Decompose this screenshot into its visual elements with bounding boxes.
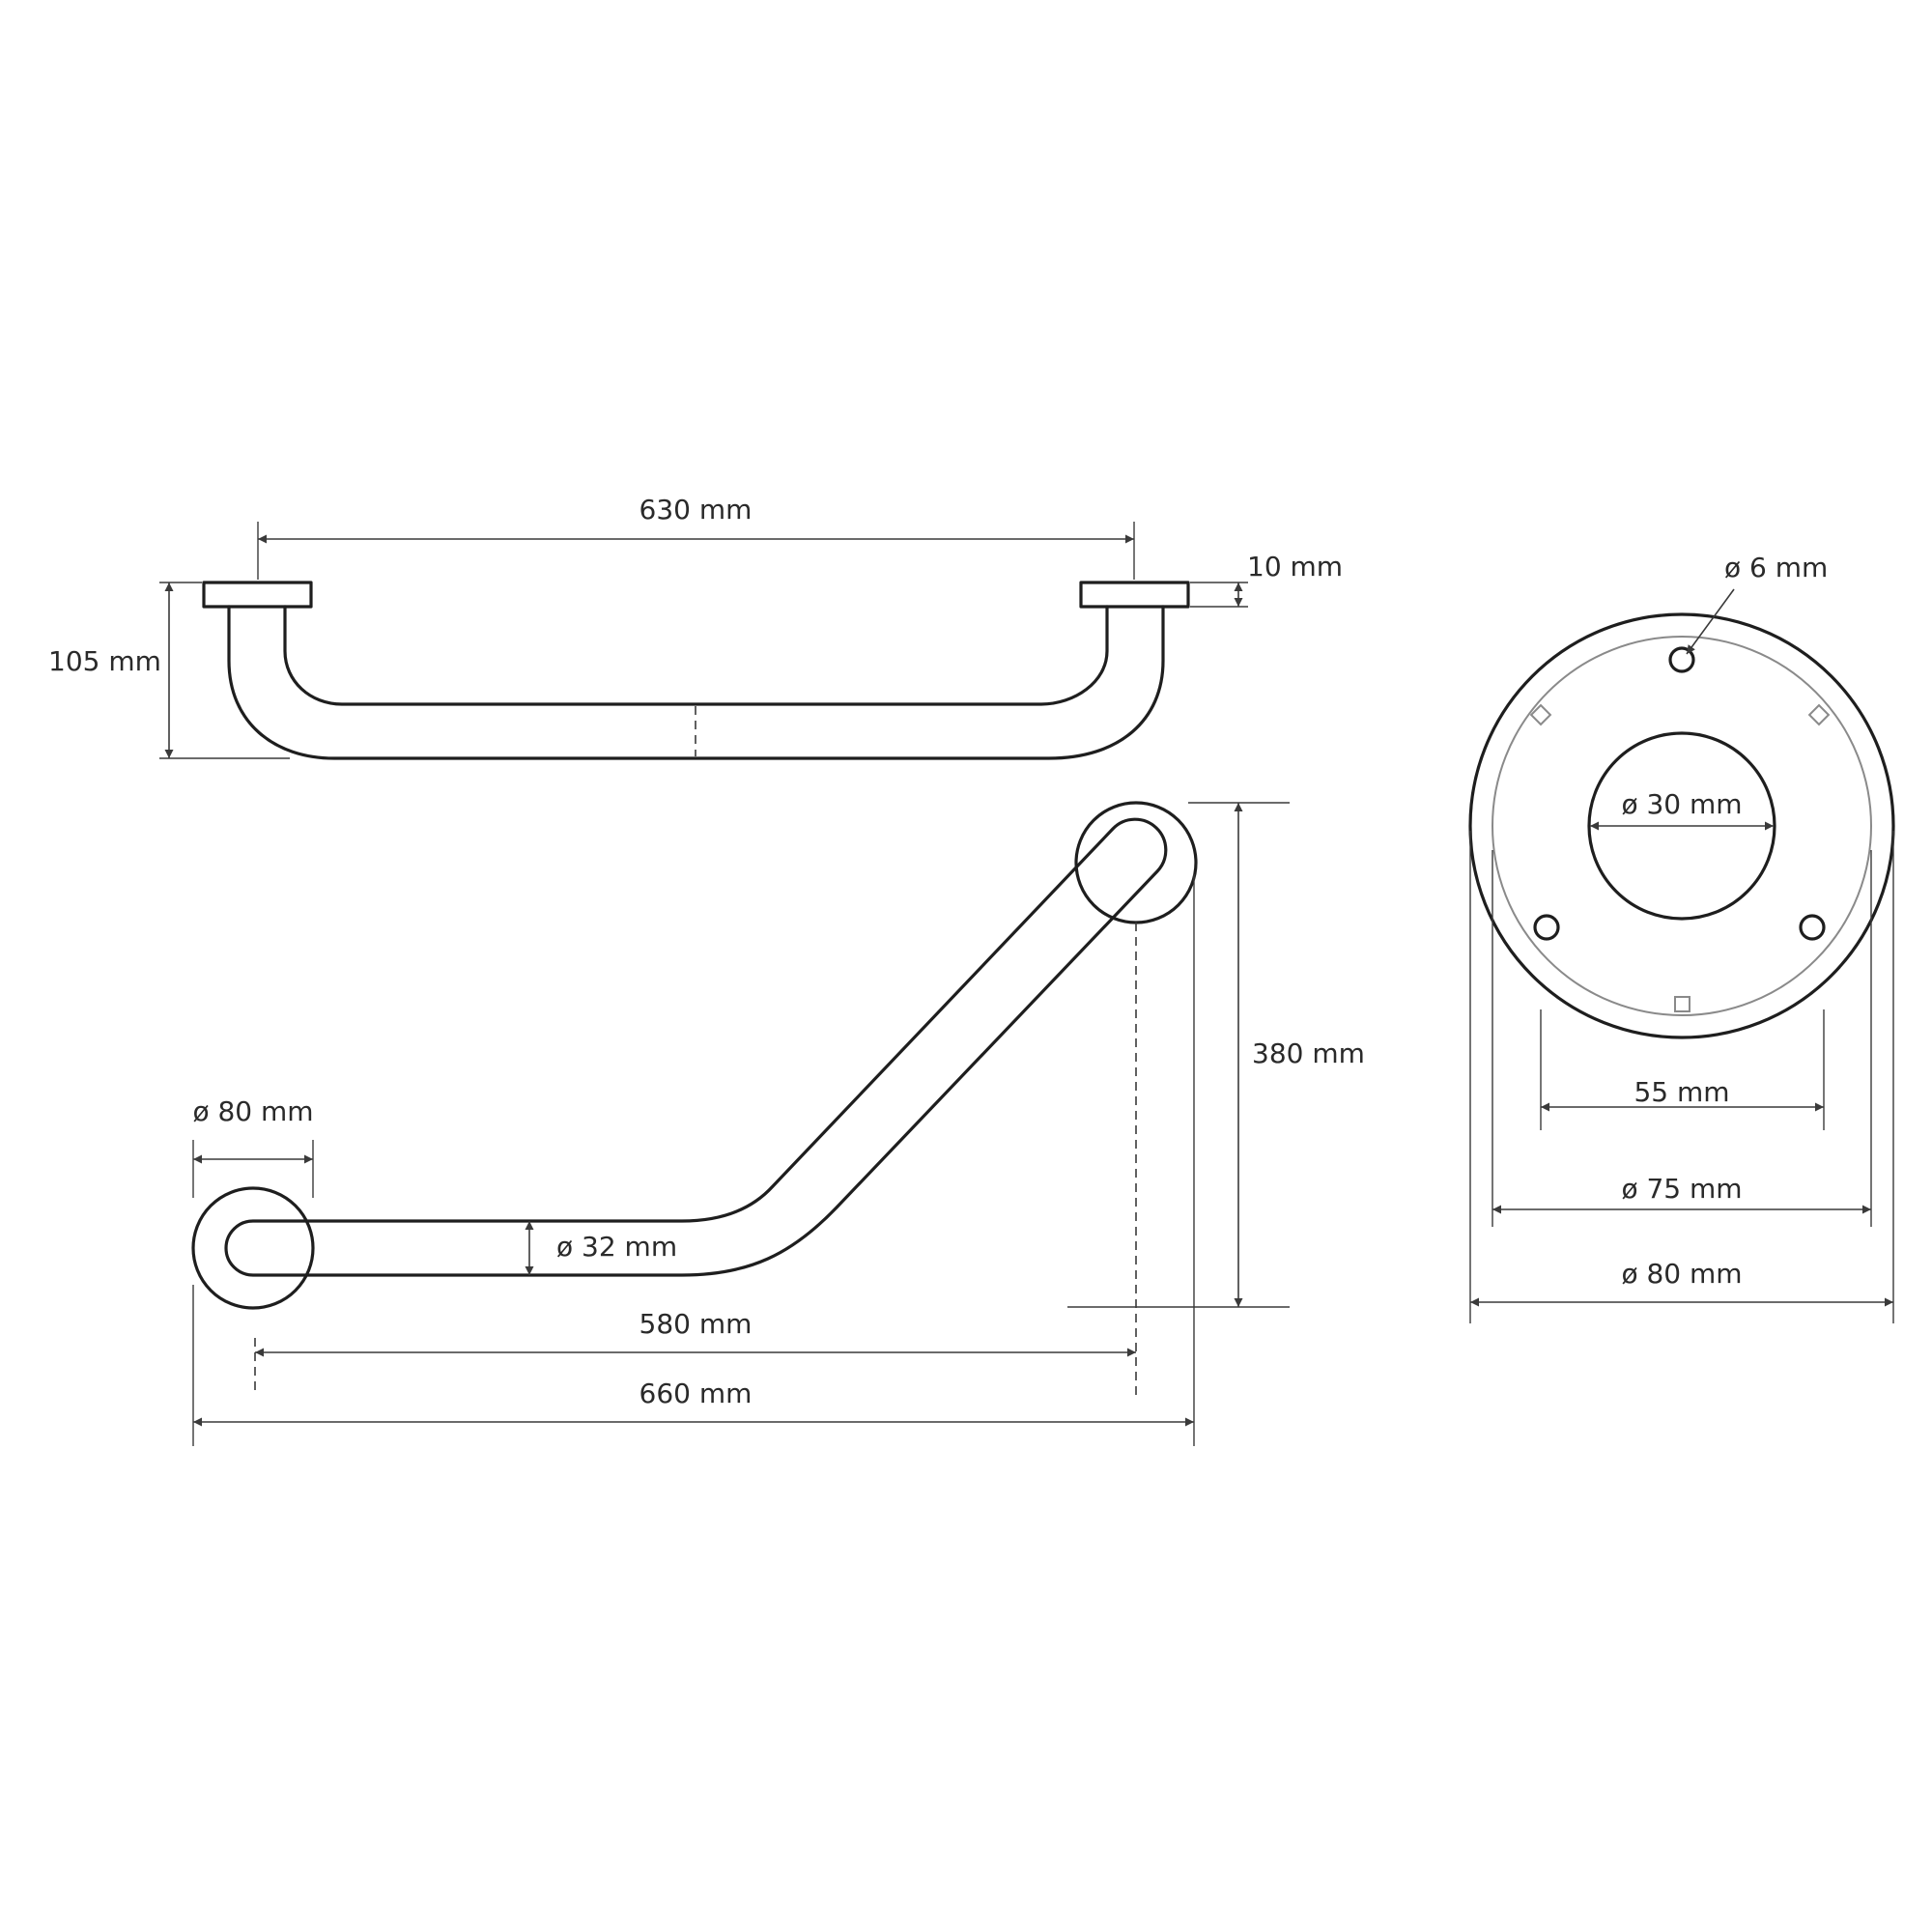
dimension-label-80: ø 80 mm <box>1621 1258 1742 1290</box>
top-view: 630 mm 10 mm 105 mm <box>48 494 1343 760</box>
dimension-label-55: 55 mm <box>1634 1076 1729 1108</box>
dimension-label-80-side: ø 80 mm <box>192 1095 313 1127</box>
dimension-label-6: ø 6 mm <box>1724 552 1828 583</box>
dimension-label-580: 580 mm <box>639 1308 753 1340</box>
left-wall-plate <box>202 581 313 609</box>
front-view: ø 32 mm ø 80 mm 380 mm 580 mm 660 mm <box>191 801 1365 1446</box>
grab-bar-outline <box>224 817 1168 1277</box>
center-hole <box>1587 731 1776 921</box>
top-view-bar-outer <box>227 605 1165 760</box>
dimension-label-630: 630 mm <box>639 494 753 526</box>
rosette-view: ø 6 mm ø 30 mm 55 mm ø 75 mm ø 80 mm <box>1468 552 1895 1323</box>
screw-hole-left <box>1533 914 1560 941</box>
screw-hole-top <box>1668 646 1695 673</box>
dimension-label-10: 10 mm <box>1247 551 1343 582</box>
locator-mark-bottom <box>1674 996 1690 1012</box>
dimension-label-32: ø 32 mm <box>556 1231 677 1263</box>
top-view-bar-inner <box>283 605 1109 706</box>
rosette-outer-circle <box>1468 612 1895 1039</box>
dimension-label-105: 105 mm <box>48 645 161 677</box>
locator-mark-right <box>1807 703 1831 726</box>
dimension-label-660: 660 mm <box>639 1378 753 1409</box>
dimension-label-380: 380 mm <box>1252 1037 1365 1069</box>
right-wall-plate <box>1079 581 1190 609</box>
locator-mark-left <box>1529 703 1552 726</box>
dimension-label-30: ø 30 mm <box>1621 788 1742 820</box>
leader-line-6 <box>1686 588 1735 655</box>
dimension-label-75: ø 75 mm <box>1621 1173 1742 1205</box>
left-rosette <box>191 1186 315 1310</box>
screw-hole-right <box>1799 914 1826 941</box>
rosette-inner-circle <box>1492 636 1872 1016</box>
